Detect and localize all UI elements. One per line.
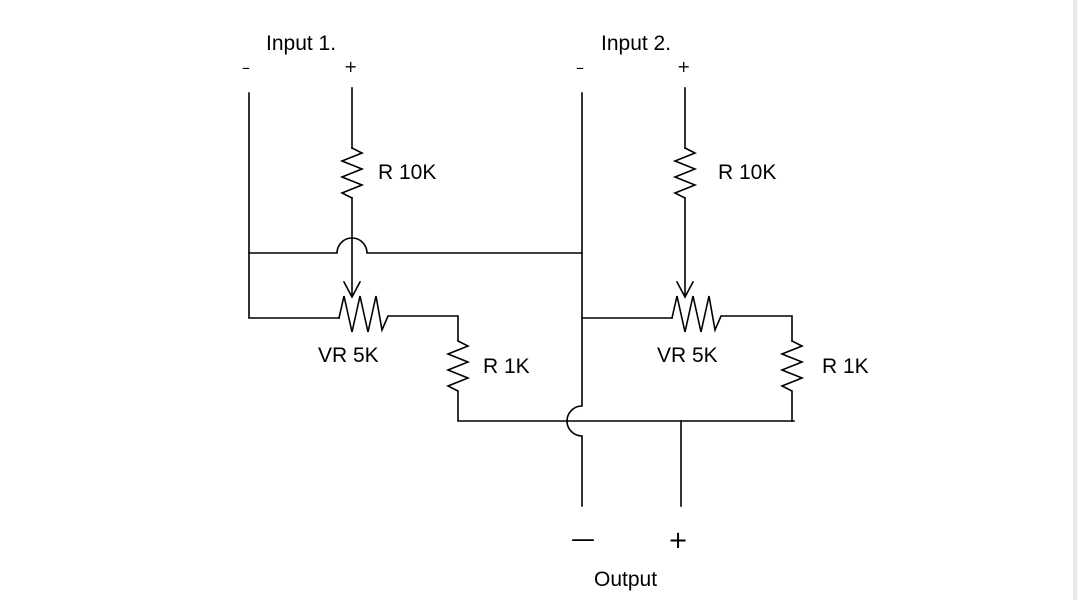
r10k-1-resistor — [339, 146, 365, 200]
central-rail-wire — [566, 92, 583, 507]
r10k-2-resistor — [672, 146, 698, 200]
wiper-1-arrow — [342, 280, 362, 299]
output-title: Output — [594, 568, 658, 591]
r1k-1-resistor — [445, 339, 568, 422]
wiper-2-arrow — [675, 280, 695, 299]
input1-minus-wire — [248, 92, 340, 319]
input1-plus-sign: + — [344, 57, 358, 76]
vr5k-1-potentiometer — [338, 295, 459, 342]
input2-plus-sign: + — [677, 57, 691, 76]
input1-crossbar-wire — [248, 237, 583, 254]
vr5k-2-label: VR 5K — [657, 344, 718, 367]
r1k-1-label: R 1K — [483, 355, 530, 378]
r1k-2-resistor — [779, 339, 805, 422]
input2-minus-sign: – — [576, 58, 584, 77]
r10k-1-label: R 10K — [378, 161, 437, 184]
input2-title: Input 2. — [601, 32, 672, 55]
vr5k-2-potentiometer — [671, 295, 793, 342]
input1-title: Input 1. — [266, 32, 337, 55]
right-frame-edge — [1073, 0, 1077, 600]
vr5k-1-label: VR 5K — [318, 344, 379, 367]
output-plus-sign: + — [668, 526, 689, 554]
output-minus-sign: — — [571, 525, 595, 553]
input1-minus-sign: – — [242, 58, 250, 77]
r1k-2-label: R 1K — [822, 355, 869, 378]
r10k-2-label: R 10K — [718, 161, 777, 184]
